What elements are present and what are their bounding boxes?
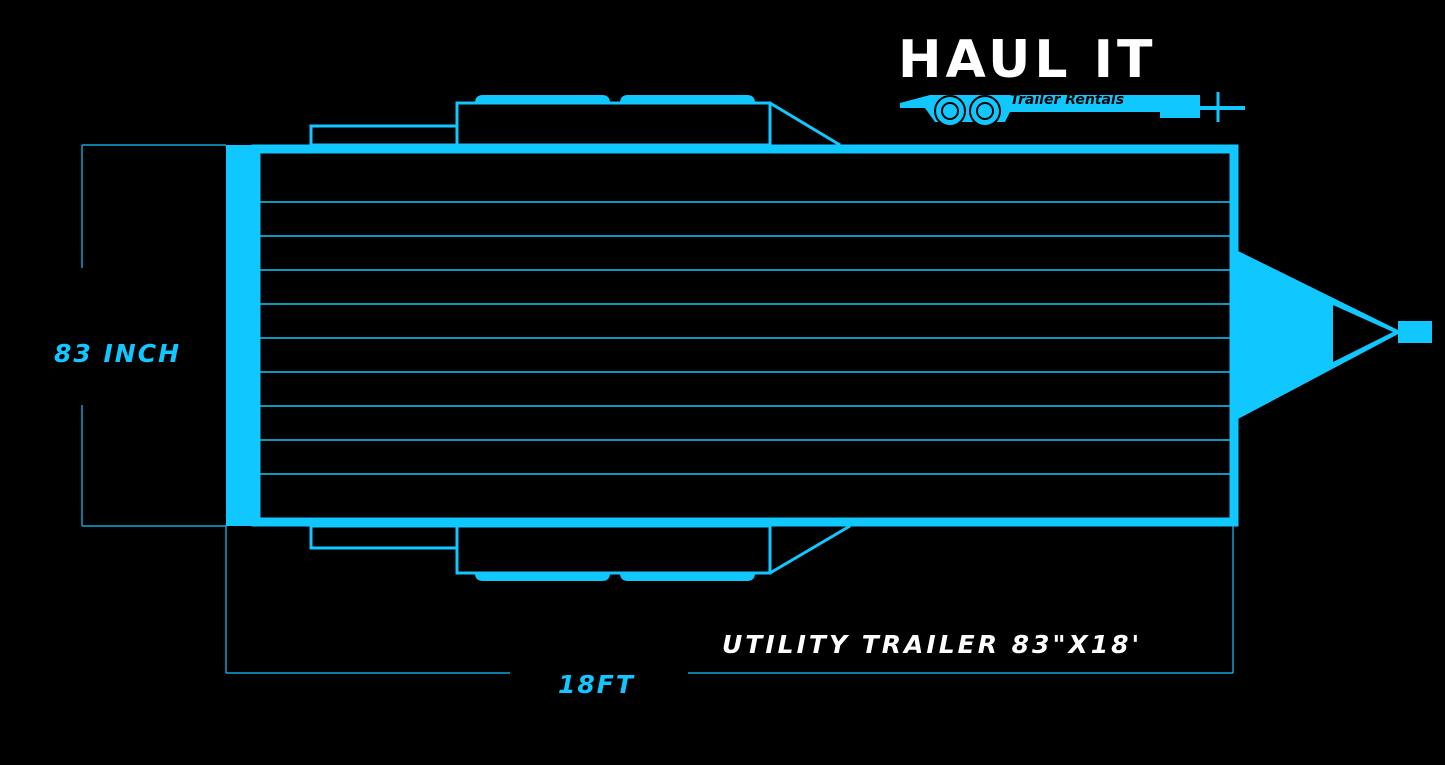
trailer-title: UTILITY TRAILER 83"X18': [722, 630, 1143, 659]
length-dimension-lines: [225, 526, 1234, 674]
tire-bottom-1: [475, 573, 610, 581]
logo-tagline: Trailer Rentals: [1010, 92, 1125, 108]
tongue: [1236, 250, 1402, 420]
tire-bottom-2: [620, 573, 755, 581]
fender-top: [309, 101, 841, 147]
tire-top-2: [620, 95, 755, 103]
tire-top-1: [475, 95, 610, 103]
deck-frame: [251, 144, 1239, 527]
logo-domain: .com: [1165, 106, 1195, 119]
hitch: [1398, 321, 1432, 343]
fender-bottom: [309, 524, 851, 575]
length-label: 18FT: [558, 670, 635, 699]
deck-planks: [260, 201, 1230, 475]
logo-trailer-icon: [900, 92, 1245, 127]
logo-brand: HAUL IT: [898, 30, 1157, 90]
tailgate: [226, 145, 256, 526]
width-label: 83 INCH: [54, 339, 181, 368]
width-dimension-lines: [81, 144, 226, 527]
